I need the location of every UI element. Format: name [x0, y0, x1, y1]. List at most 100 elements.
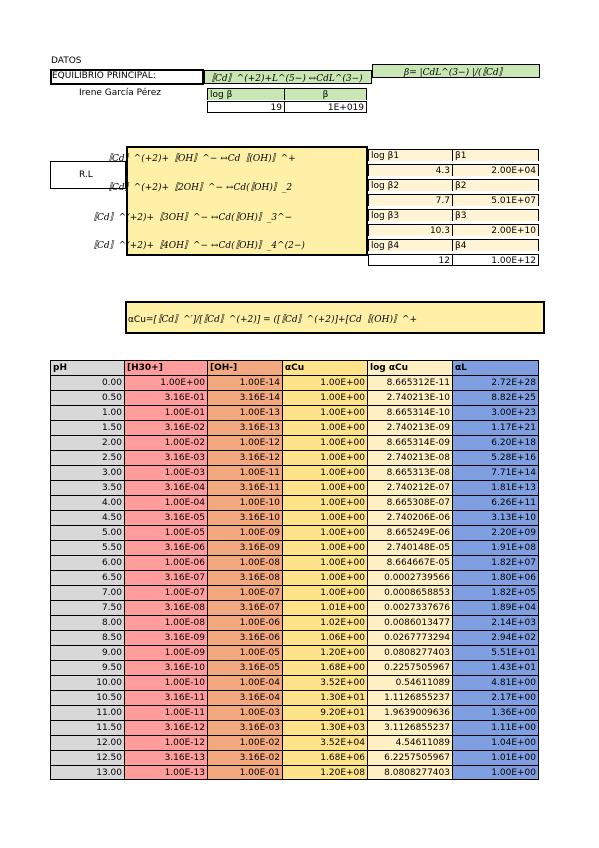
cell-ph: 1.00 [50, 405, 125, 420]
cell-oh: 3.16E-11 [208, 480, 283, 495]
cell-ph: 8.00 [50, 615, 125, 630]
cell-ph: 0.50 [50, 390, 125, 405]
cell-alpha-cu: 1.20E+08 [283, 765, 368, 780]
cell-oh: 3.16E-02 [208, 750, 283, 765]
cell-alpha-cu: 1.00E+00 [283, 390, 368, 405]
beta4-label: β4 [453, 239, 539, 251]
cell-log-alpha-cu: 8.665249E-06 [368, 525, 453, 540]
cell-ph: 4.00 [50, 495, 125, 510]
beta3-label: β3 [453, 209, 539, 221]
beta1-label: β1 [453, 149, 539, 161]
cell-h3o: 3.16E-02 [125, 420, 208, 435]
cell-oh: 1.00E-07 [208, 585, 283, 600]
side-reaction-2: 〚Cd〛^(+2)+〚2OH〛^− ↔Cd(〚OH)〛_2 [103, 183, 293, 193]
cell-h3o: 1.00E-04 [125, 495, 208, 510]
cell-oh: 3.16E-08 [208, 570, 283, 585]
cell-oh: 3.16E-03 [208, 720, 283, 735]
log-beta2-value: 7.7 [368, 194, 453, 206]
cell-alpha-l: 5.51E+01 [453, 645, 539, 660]
cell-alpha-cu: 1.68E+00 [283, 660, 368, 675]
cell-log-alpha-cu: 0.0002739566 [368, 570, 453, 585]
cell-h3o: 1.00E-05 [125, 525, 208, 540]
side-reaction-1: 〚Cd〛^(+2)+〚OH〛^− ↔Cd〚(OH)〛^+ [103, 154, 296, 164]
main-reaction: 〚Cd〛^(+2)+L^(5−) ↔CdL^(3−) [206, 74, 363, 84]
cell-alpha-cu: 1.00E+00 [283, 540, 368, 555]
cell-log-alpha-cu: 2.740213E-09 [368, 420, 453, 435]
cell-oh: 3.16E-05 [208, 660, 283, 675]
cell-alpha-l: 1.81E+13 [453, 480, 539, 495]
log-beta4-label: log β4 [368, 239, 453, 251]
beta-header: β [285, 88, 367, 100]
cell-ph: 5.50 [50, 540, 125, 555]
header-log-alpha-cu: log αCu [368, 360, 453, 375]
cell-alpha-cu: 1.00E+00 [283, 405, 368, 420]
side-reactions-box [126, 146, 368, 256]
cell-h3o: 3.16E-13 [125, 750, 208, 765]
beta1-value: 2.00E+04 [453, 164, 539, 176]
cell-log-alpha-cu: 0.0267773294 [368, 630, 453, 645]
cell-log-alpha-cu: 1.1126855237 [368, 690, 453, 705]
cell-oh: 1.00E-06 [208, 615, 283, 630]
header-ph: pH [50, 360, 125, 375]
cell-oh: 1.00E-08 [208, 555, 283, 570]
beta-formula: β= |CdL^(3−) |/(〚Cd〛 [404, 68, 508, 78]
alpha-formula: αCu=[〚Cd〛^′]/[〚Cd〛^(+2)] = ([〚Cd〛^(+2)]+… [128, 312, 540, 325]
cell-alpha-l: 1.11E+00 [453, 720, 539, 735]
cell-ph: 10.00 [50, 675, 125, 690]
cell-log-alpha-cu: 0.0086013477 [368, 615, 453, 630]
beta3-value: 2.00E+10 [453, 224, 539, 236]
cell-oh: 1.00E-10 [208, 495, 283, 510]
cell-alpha-l: 1.89E+04 [453, 600, 539, 615]
main-reaction-box [204, 70, 372, 84]
beta2-label: β2 [453, 179, 539, 191]
alpha-formula-box [125, 301, 545, 334]
header-alpha-l: αL [453, 360, 539, 375]
cell-ph: 2.50 [50, 450, 125, 465]
cell-oh: 1.00E-03 [208, 705, 283, 720]
cell-log-alpha-cu: 8.665313E-08 [368, 465, 453, 480]
cell-ph: 11.50 [50, 720, 125, 735]
cell-alpha-cu: 1.00E+00 [283, 510, 368, 525]
cell-h3o: 3.16E-11 [125, 690, 208, 705]
cell-oh: 3.16E-06 [208, 630, 283, 645]
cell-alpha-cu: 1.20E+00 [283, 645, 368, 660]
cell-ph: 9.50 [50, 660, 125, 675]
cell-oh: 1.00E-01 [208, 765, 283, 780]
cell-oh: 1.00E-14 [208, 375, 283, 390]
log-beta3-label: log β3 [368, 209, 453, 221]
cell-log-alpha-cu: 2.740213E-08 [368, 450, 453, 465]
log-beta3-value: 10.3 [368, 224, 453, 236]
equilibrio-box [50, 69, 204, 85]
cell-oh: 1.00E-05 [208, 645, 283, 660]
cell-alpha-cu: 1.00E+00 [283, 375, 368, 390]
cell-alpha-cu: 1.01E+00 [283, 600, 368, 615]
cell-ph: 1.50 [50, 420, 125, 435]
cell-alpha-cu: 1.00E+00 [283, 465, 368, 480]
cell-alpha-cu: 1.30E+01 [283, 690, 368, 705]
cell-alpha-cu: 9.20E+01 [283, 705, 368, 720]
cell-ph: 7.00 [50, 585, 125, 600]
log-beta-value: 19 [207, 101, 285, 113]
cell-alpha-l: 1.01E+00 [453, 750, 539, 765]
cell-oh: 3.16E-07 [208, 600, 283, 615]
cell-oh: 1.00E-02 [208, 735, 283, 750]
log-beta-header: log β [207, 88, 285, 100]
cell-alpha-l: 7.71E+14 [453, 465, 539, 480]
cell-h3o: 1.00E-13 [125, 765, 208, 780]
cell-alpha-l: 6.26E+11 [453, 495, 539, 510]
cell-alpha-l: 3.00E+23 [453, 405, 539, 420]
cell-log-alpha-cu: 3.1126855237 [368, 720, 453, 735]
header-h3o: [H30+] [125, 360, 208, 375]
author-name: Irene García Pérez [79, 88, 162, 98]
cell-oh: 1.00E-12 [208, 435, 283, 450]
cell-alpha-cu: 1.00E+00 [283, 555, 368, 570]
cell-alpha-l: 1.82E+05 [453, 585, 539, 600]
cell-alpha-l: 2.14E+03 [453, 615, 539, 630]
cell-alpha-l: 1.80E+06 [453, 570, 539, 585]
cell-h3o: 1.00E-11 [125, 705, 208, 720]
cell-log-alpha-cu: 8.665314E-10 [368, 405, 453, 420]
cell-alpha-cu: 1.06E+00 [283, 630, 368, 645]
cell-h3o: 3.16E-05 [125, 510, 208, 525]
cell-log-alpha-cu: 2.740206E-06 [368, 510, 453, 525]
cell-alpha-cu: 1.00E+00 [283, 525, 368, 540]
